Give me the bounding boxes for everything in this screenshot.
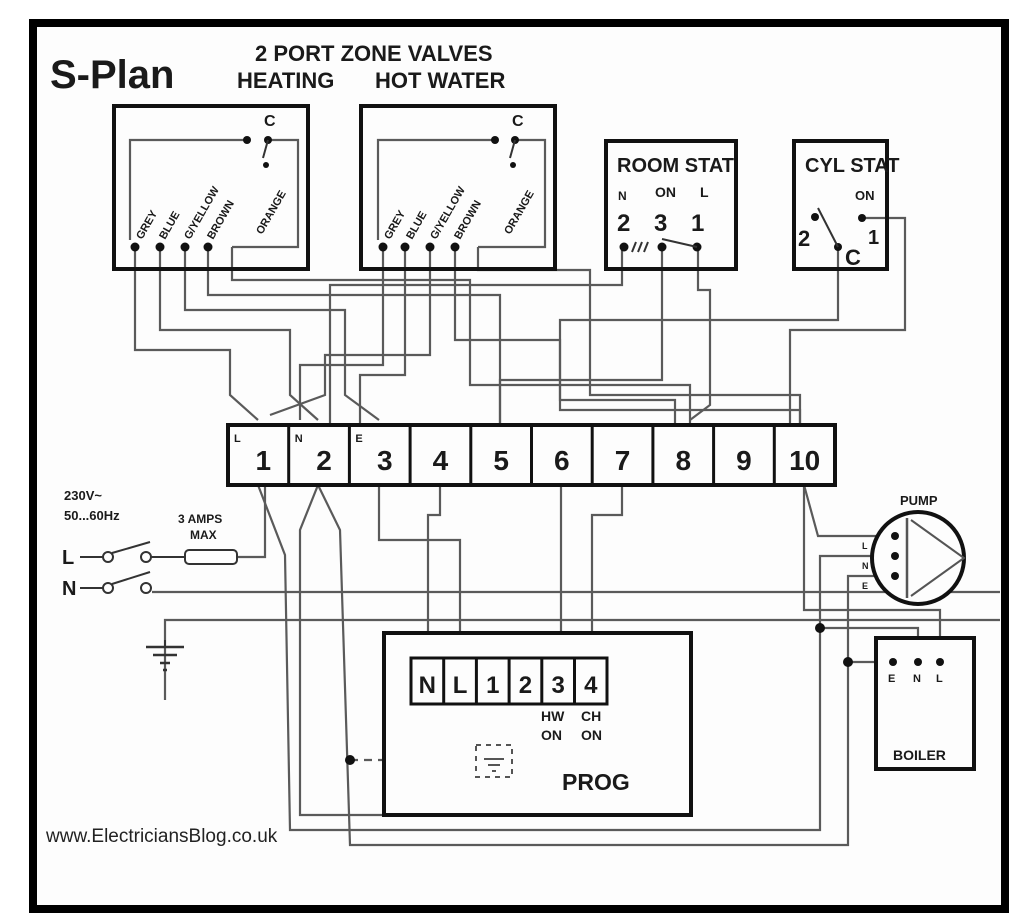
room-stat-terminal: 2 xyxy=(617,210,630,237)
pump-terminal-label: L xyxy=(862,541,868,551)
valve-common-label: C xyxy=(264,113,276,130)
hot-water-valve-label: HOT WATER xyxy=(375,68,505,93)
room-stat-label: L xyxy=(700,184,709,200)
room-stat-label: N xyxy=(618,189,627,203)
live-label: L xyxy=(62,547,74,569)
earth-icon xyxy=(146,640,184,672)
terminal-7: 7 xyxy=(615,445,631,476)
heating-valve-label: HEATING xyxy=(237,68,334,93)
pump-title: PUMP xyxy=(900,493,938,508)
terminal-superscript: E xyxy=(355,433,362,445)
boiler-terminal-label: L xyxy=(936,673,943,685)
hw-label: HW xyxy=(541,708,565,724)
fuse-max: MAX xyxy=(190,528,217,542)
valves-header: 2 PORT ZONE VALVES xyxy=(255,41,493,66)
terminal-3: 3 xyxy=(377,445,393,476)
room-stat-terminal: 1 xyxy=(691,210,704,237)
ch-on-label: ON xyxy=(581,727,602,743)
hw-on-label: ON xyxy=(541,727,562,743)
prog-terminal-3: 3 xyxy=(551,672,564,699)
room-stat-title: ROOM STAT xyxy=(617,155,734,177)
terminal-superscript: L xyxy=(234,433,241,445)
earth-icon xyxy=(475,744,513,778)
cyl-stat-on-label: ON xyxy=(855,188,875,203)
pump: PUMP L N E xyxy=(862,493,966,606)
terminal-9: 9 xyxy=(736,445,752,476)
footer-website: www.ElectriciansBlog.co.uk xyxy=(45,826,278,847)
terminal-5: 5 xyxy=(493,445,509,476)
room-thermostat: ROOM STAT N ON L 2 3 1 xyxy=(604,139,738,271)
terminal-2: 2 xyxy=(316,445,332,476)
double-pole-switch xyxy=(80,541,185,594)
prog-terminal-1: 1 xyxy=(486,672,499,699)
terminal-strip: 1 L 2 N 3 E 4 5 6 7 8 9 10 xyxy=(226,423,837,487)
cyl-stat-title: CYL STAT xyxy=(805,155,899,177)
boiler-terminal-label: N xyxy=(913,673,921,685)
ch-label: CH xyxy=(581,708,601,724)
fuse-rating: 3 AMPS xyxy=(178,512,222,526)
terminal-8: 8 xyxy=(675,445,691,476)
diagram-title: S-Plan xyxy=(50,53,174,97)
valve-common-label: C xyxy=(512,113,524,130)
terminal-6: 6 xyxy=(554,445,570,476)
terminal-4: 4 xyxy=(433,445,449,476)
neutral-label: N xyxy=(62,578,76,600)
fuse-icon xyxy=(184,549,238,565)
supply-frequency: 50...60Hz xyxy=(64,508,120,523)
terminal-superscript: N xyxy=(295,433,303,445)
cyl-stat-terminal: 2 xyxy=(798,226,810,251)
prog-terminal-2: 2 xyxy=(519,672,532,699)
cyl-stat-terminal: 1 xyxy=(868,227,879,249)
terminal-1: 1 xyxy=(256,445,272,476)
pump-terminal-label: N xyxy=(862,561,869,571)
pump-terminal-label: E xyxy=(862,581,868,591)
room-stat-terminal: 3 xyxy=(654,210,667,237)
prog-terminal-4: 4 xyxy=(584,672,598,699)
supply-voltage: 230V~ xyxy=(64,488,102,503)
programmer-title: PROG xyxy=(562,769,630,795)
cylinder-thermostat: CYL STAT ON 2 C 1 xyxy=(792,139,899,271)
mains-supply: 230V~ 50...60Hz L N 3 AMPS MAX xyxy=(62,488,238,672)
prog-terminal-L: L xyxy=(453,672,468,699)
terminal-10: 10 xyxy=(789,445,820,476)
prog-terminal-N: N xyxy=(419,672,436,699)
wires xyxy=(133,216,1000,847)
boiler: E N L BOILER xyxy=(874,636,976,771)
room-stat-label: ON xyxy=(655,184,676,200)
boiler-title: BOILER xyxy=(893,747,946,763)
cyl-stat-terminal: C xyxy=(845,245,861,270)
boiler-terminal-label: E xyxy=(888,673,895,685)
